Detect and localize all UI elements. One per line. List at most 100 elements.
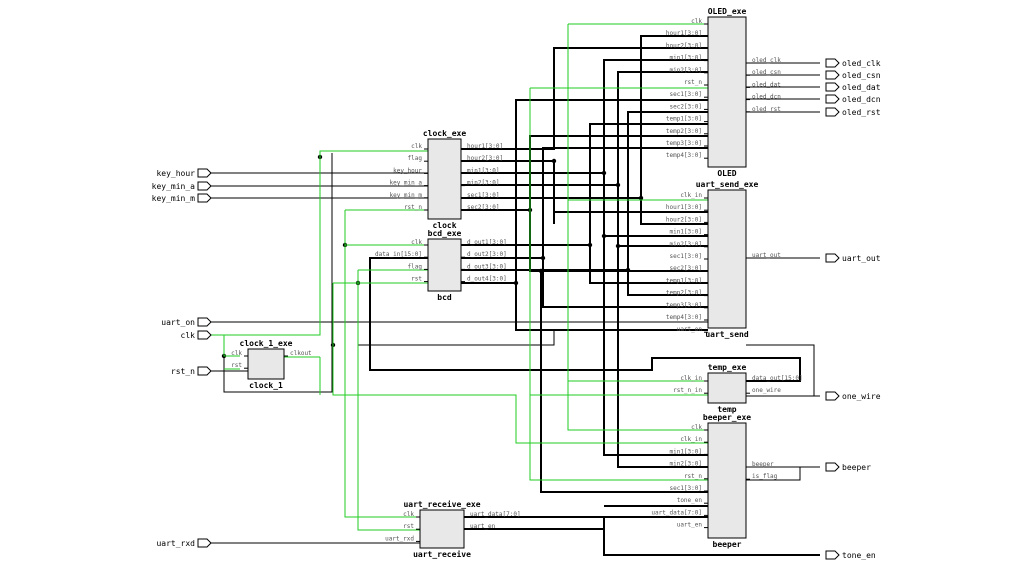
- output-port-beeper[interactable]: beeper: [825, 462, 871, 472]
- pin-label-left: temp3[3:0]: [666, 140, 702, 147]
- pin-label-left: key_hour: [393, 167, 422, 174]
- block-module-name: uart_receive: [413, 549, 471, 559]
- bus-wires: [210, 35, 820, 556]
- block-oled[interactable]: OLED_exeOLEDclkhour1[3:0]hour2[3:0]min1[…: [666, 7, 781, 178]
- pin-label-left: min2[3:0]: [669, 461, 702, 468]
- bus-wire: [464, 516, 820, 556]
- pin-label-left: clk: [231, 350, 242, 357]
- pin-label-left: rst: [231, 362, 242, 369]
- block-uart_send[interactable]: uart_send_exeuart_sendclk_inhour1[3:0]ho…: [666, 180, 781, 339]
- output-port-oled_dcn[interactable]: oled_dcn: [825, 94, 881, 104]
- input-port-key_min_m[interactable]: key_min_m: [152, 193, 212, 203]
- output-port-tone_en[interactable]: tone_en: [825, 550, 876, 560]
- blocks-layer: OLED_exeOLEDclkhour1[3:0]hour2[3:0]min1[…: [231, 7, 802, 559]
- pin-label-right: oled_csn: [752, 69, 781, 76]
- block-body: [247, 348, 285, 380]
- pin-label-left: clk: [691, 424, 702, 431]
- pin-label-left: rst: [411, 276, 422, 283]
- pin-label-right: hour1[3:0]: [467, 143, 503, 150]
- input-port-key_hour[interactable]: key_hour: [156, 168, 212, 178]
- pin-label-right: hour2[3:0]: [467, 155, 503, 162]
- port-arrow-icon: [197, 366, 212, 376]
- port-arrow-icon: [825, 107, 840, 117]
- pin-label-left: sec2[3:0]: [669, 103, 702, 110]
- block-instance-name: bcd_exe: [428, 229, 462, 238]
- output-port-oled_clk[interactable]: oled_clk: [825, 58, 881, 68]
- output-port-oled_csn[interactable]: oled_csn: [825, 70, 881, 80]
- port-arrow-icon: [197, 193, 212, 203]
- port-arrow-icon: [825, 58, 840, 68]
- block-uart_receive[interactable]: uart_receive_exeuart_receiveclkrstuart_r…: [385, 499, 520, 559]
- pin-label-left: min1[3:0]: [669, 55, 702, 62]
- port-arrow-icon: [197, 181, 212, 191]
- pin-label-left: clk: [411, 239, 422, 246]
- pin-label-left: uart_en: [677, 522, 703, 529]
- block-body: [707, 422, 747, 539]
- output-port-one_wire[interactable]: one_wire: [825, 391, 881, 401]
- pin-label-right: uart_data[7:0]: [470, 511, 521, 518]
- block-module-name: uart_send: [705, 330, 749, 339]
- output-port-oled_rst[interactable]: oled_rst: [825, 107, 881, 117]
- input-port-clk[interactable]: clk: [181, 330, 212, 340]
- pin-label-right: sec2[3:0]: [467, 204, 500, 211]
- signal-wire: [746, 467, 801, 481]
- pin-label-left: hour2[3:0]: [666, 42, 702, 49]
- clock-wire: [223, 335, 240, 357]
- block-body: [707, 189, 747, 329]
- input-port-rst_n[interactable]: rst_n: [171, 366, 212, 376]
- block-bcd[interactable]: bcd_exebcdclkdata_in[15:0]flagrstd_out1[…: [375, 229, 507, 302]
- clock-wire: [357, 270, 420, 531]
- input-port-uart_on[interactable]: uart_on: [161, 317, 212, 327]
- port-label: beeper: [842, 463, 871, 472]
- wire-junction: [551, 158, 557, 164]
- clock-reset-wires: [210, 23, 708, 531]
- bus-wire: [617, 246, 708, 468]
- block-body: [707, 16, 747, 168]
- pin-label-left: uart_data[7:0]: [651, 509, 702, 516]
- pin-label-left: hour1[3:0]: [666, 30, 702, 37]
- input-port-key_min_a[interactable]: key_min_a: [152, 181, 212, 191]
- pin-label-left: clk_in: [680, 375, 702, 382]
- bus-wire: [515, 283, 708, 331]
- pin-label-left: uart_on: [677, 326, 703, 333]
- pin-label-left: clk_in: [680, 436, 702, 443]
- bus-wire: [461, 111, 708, 271]
- output-port-uart_out[interactable]: uart_out: [825, 253, 881, 263]
- pin-label-left: temp2[3:0]: [666, 128, 702, 135]
- wire-junction: [601, 170, 607, 176]
- block-clock[interactable]: clock_execlockclkflagkey_hourkey_min_ake…: [389, 129, 503, 230]
- port-arrow-icon: [825, 253, 840, 263]
- bus-wire: [461, 147, 708, 259]
- pin-label-left: flag: [408, 263, 423, 270]
- pin-label-left: temp3[3:0]: [666, 302, 702, 309]
- pin-label-left: sec1[3:0]: [669, 485, 702, 492]
- pin-label-left: temp4[3:0]: [666, 314, 702, 321]
- wire-junction: [513, 280, 519, 286]
- bus-wire: [461, 71, 708, 186]
- pin-label-left: key_min_m: [389, 192, 422, 199]
- output-port-oled_dat[interactable]: oled_dat: [825, 82, 881, 92]
- bus-wire: [603, 236, 708, 456]
- block-module-name: clock_1: [249, 381, 283, 390]
- block-temp[interactable]: temp_exetempclk_inrst_n_indata_out[15:0]…: [673, 363, 802, 414]
- port-arrow-icon: [825, 82, 840, 92]
- clock-wire: [332, 283, 708, 444]
- port-arrow-icon: [825, 462, 840, 472]
- pin-label-left: clk: [411, 143, 422, 150]
- block-module-name: OLED: [717, 169, 736, 178]
- wire-junction: [638, 195, 644, 201]
- bus-wire: [461, 123, 708, 246]
- pin-label-left: tone_en: [677, 497, 703, 504]
- port-label: key_hour: [156, 169, 195, 178]
- pin-label-left: temp1[3:0]: [666, 277, 702, 284]
- block-body: [427, 238, 462, 292]
- port-label: key_min_m: [152, 194, 196, 203]
- port-label: uart_out: [842, 254, 881, 263]
- input-port-uart_rxd[interactable]: uart_rxd: [156, 538, 212, 548]
- block-beeper[interactable]: beeper_exebeeperclkclk_inmin1[3:0]min2[3…: [651, 413, 777, 549]
- pin-label-left: uart_rxd: [385, 535, 414, 542]
- port-arrow-icon: [825, 94, 840, 104]
- bus-wire: [542, 258, 708, 308]
- pin-label-left: temp1[3:0]: [666, 116, 702, 123]
